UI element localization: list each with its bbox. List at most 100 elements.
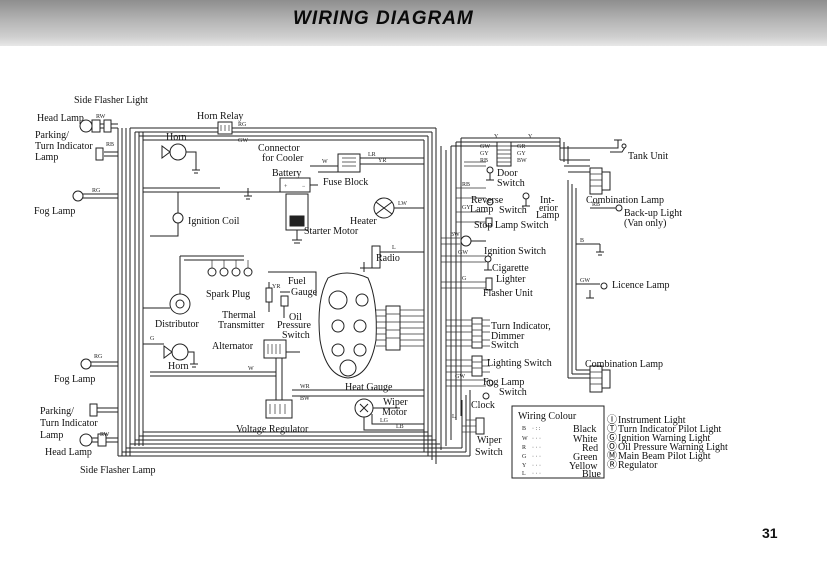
- svg-text:Y: Y: [528, 134, 533, 140]
- label-heater: Heater: [350, 216, 377, 227]
- backup-light-icon: [615, 204, 623, 212]
- svg-text:R: R: [522, 445, 526, 451]
- distributor-symbol: [143, 293, 191, 315]
- instrument-cluster: [318, 272, 424, 379]
- turn-dimmer-switch-symbol: [471, 317, 483, 349]
- heater-symbol: LW: [373, 197, 424, 219]
- svg-text:LR: LR: [368, 152, 376, 158]
- door-switch-symbol: [486, 166, 494, 181]
- spark-plug-icon: [219, 267, 229, 277]
- svg-text:RG: RG: [238, 122, 247, 128]
- svg-text:LG: LG: [380, 418, 389, 424]
- page-title: WIRING DIAGRAM: [293, 8, 474, 29]
- svg-text:erior: erior: [539, 203, 559, 214]
- label-fuse-block: Fuse Block: [323, 177, 368, 188]
- svg-text:Thermal: Thermal: [222, 310, 256, 321]
- svg-text:Gauge: Gauge: [291, 287, 318, 298]
- stop-lamp-switch-icon: [485, 217, 493, 227]
- svg-text:Lighter: Lighter: [496, 274, 526, 285]
- svg-text:W: W: [522, 436, 528, 442]
- svg-text:Turn Indicator: Turn Indicator: [35, 141, 93, 152]
- svg-text:Turn Indicator,: Turn Indicator,: [491, 321, 551, 332]
- svg-text:GW: GW: [455, 374, 465, 380]
- harness-center-right: [423, 128, 452, 464]
- main-beam-light-icon: Ⓜ: [607, 450, 617, 462]
- alternator-icon: [263, 339, 287, 359]
- svg-text:Int-: Int-: [540, 195, 554, 206]
- svg-text:W: W: [248, 366, 254, 372]
- svg-text:WR: WR: [300, 384, 310, 390]
- svg-text:RB: RB: [106, 142, 114, 148]
- licence-lamp-symbol: GW: [580, 278, 608, 299]
- legend-entry: W · · · White: [522, 434, 598, 445]
- ignition-coil-symbol: [150, 192, 184, 237]
- label-flasher-unit: Flasher Unit: [483, 288, 533, 299]
- svg-text:Turn Indicator Pilot Light: Turn Indicator Pilot Light: [618, 424, 721, 435]
- legend-title: Wiring Colour: [518, 411, 577, 422]
- svg-text:Switch: Switch: [499, 205, 527, 216]
- svg-text:Regulator: Regulator: [618, 460, 658, 471]
- label-fog-lamp-bottom: Fog Lamp: [54, 374, 95, 385]
- distributor-icon: [169, 293, 191, 315]
- label-alternator: Alternator: [212, 341, 254, 352]
- svg-text:LW: LW: [398, 201, 407, 207]
- wiring-colour-legend: Wiring Colour B · : : Black W · · · Whit…: [511, 405, 605, 480]
- lamp-key-item: Ⓡ Regulator: [607, 459, 658, 471]
- svg-text:Turn Indicator: Turn Indicator: [40, 418, 98, 429]
- svg-text:Blue: Blue: [582, 469, 601, 480]
- harness-bottom: [118, 390, 471, 457]
- fog-lamp-switch-icon: [486, 379, 494, 387]
- head-lamp-bottom-icon: [79, 433, 93, 447]
- lighting-switch-symbol: [471, 355, 483, 377]
- legend-entry: R · · · Red: [522, 443, 598, 454]
- label-horn-bottom: Horn: [168, 361, 189, 372]
- ignition-coil-icon: [172, 212, 184, 224]
- thermal-transmitter-icon: [280, 295, 289, 307]
- svg-text:Parking/: Parking/: [35, 130, 69, 141]
- svg-text:YR: YR: [378, 158, 386, 164]
- svg-text:Green: Green: [573, 452, 597, 463]
- svg-text:Connector: Connector: [258, 143, 300, 154]
- door-switch-icon: [486, 166, 494, 174]
- svg-text:B: B: [580, 238, 584, 244]
- spark-plug-icon: [231, 267, 241, 277]
- svg-text:W: W: [322, 159, 328, 165]
- label-ignition-switch: Ignition Switch: [484, 246, 546, 257]
- page-number: 31: [762, 525, 778, 541]
- svg-text:Fuel: Fuel: [288, 276, 306, 287]
- heat-gauge-icon: [339, 359, 357, 377]
- instrument-cluster-outline: [318, 272, 377, 379]
- licence-lamp-icon: [600, 282, 608, 290]
- lighting-switch-icon: [471, 355, 483, 377]
- horn-bottom-icon: [171, 343, 189, 361]
- svg-text:Y: Y: [522, 463, 527, 469]
- svg-text:RB: RB: [480, 158, 488, 164]
- radio-icon: [371, 245, 381, 269]
- svg-text:L: L: [392, 245, 396, 251]
- legend-entry: G · · · Green: [522, 452, 597, 463]
- svg-text:Black: Black: [573, 424, 596, 435]
- svg-text:LB: LB: [396, 424, 404, 430]
- svg-text:Main Beam Pilot Light: Main Beam Pilot Light: [618, 451, 711, 462]
- svg-text:· · ·: · · ·: [532, 445, 541, 451]
- svg-text:YR: YR: [272, 284, 280, 290]
- label-radio: Radio: [376, 253, 400, 264]
- rear-grounds: B: [580, 238, 604, 256]
- svg-text:Wiper: Wiper: [383, 397, 408, 408]
- turn-pilot-light-icon: Ⓣ: [607, 423, 617, 435]
- combination-lamp-top: [589, 167, 611, 195]
- voltage-regulator-symbol: WR BW W: [150, 358, 424, 419]
- lamp-key-item: Ⓘ Instrument Light: [607, 414, 686, 426]
- svg-text:Red: Red: [582, 443, 598, 454]
- instrument-light-icon: [355, 293, 369, 307]
- oil-warning-light-icon: Ⓞ: [607, 441, 617, 453]
- label-distributor: Distributor: [155, 319, 200, 330]
- battery-symbol: +−: [240, 177, 318, 200]
- svg-text:Switch: Switch: [499, 387, 527, 398]
- connector-block-top: GW GY RB GR GY BW Y Y: [480, 134, 533, 167]
- svg-text:Lamp: Lamp: [536, 210, 559, 221]
- front-left-bottom-lamps: RG RW: [79, 354, 118, 447]
- front-left-top-lamps: RW RB RG: [72, 114, 118, 202]
- parking-lamp-bottom-icon: [89, 403, 98, 417]
